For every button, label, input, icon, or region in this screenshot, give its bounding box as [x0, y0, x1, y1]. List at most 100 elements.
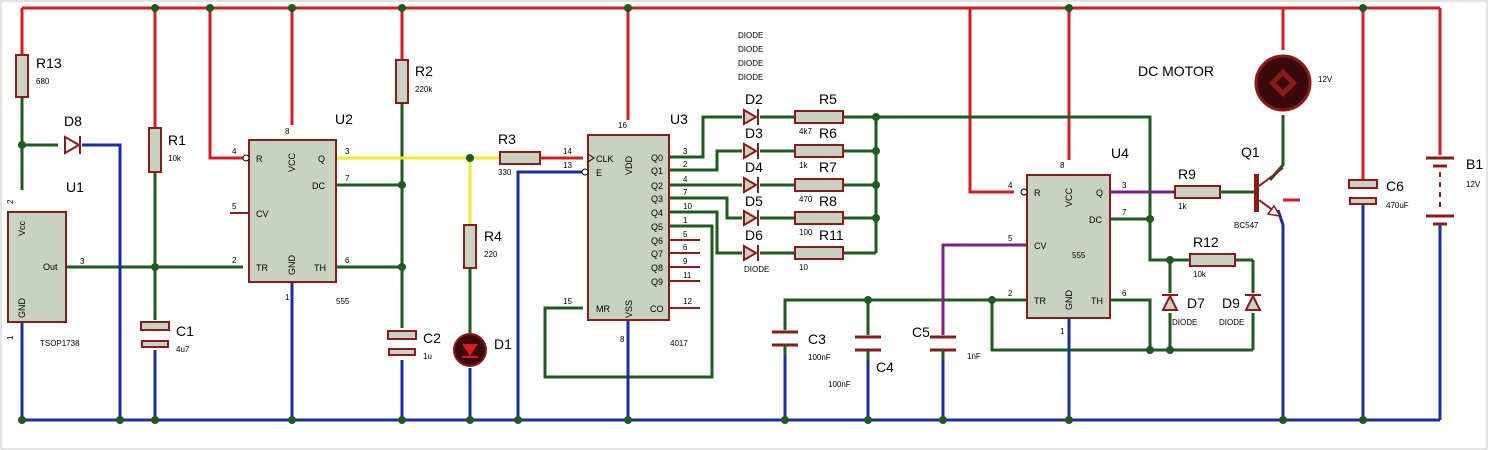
r9-label: R9 — [1178, 166, 1196, 182]
u4-pin-th: TH — [1091, 296, 1103, 306]
r8-value: 100 — [799, 228, 813, 237]
c6-value: 470uF — [1386, 201, 1409, 210]
r6-resistor[interactable]: R6 1k — [794, 125, 844, 170]
u3-pin-q2: Q2 — [651, 181, 663, 191]
d7-diode[interactable]: D7 DIODE — [1161, 293, 1205, 327]
r9-resistor[interactable]: R9 1k — [1174, 166, 1221, 211]
u2-pin-vcc: VCC — [287, 152, 297, 172]
c2-label: C2 — [423, 330, 441, 346]
c3-c5-leads — [783, 345, 945, 360]
u2-timer[interactable]: R VCC Q DC CV TR GND TH 4 8 3 7 5 2 1 6 … — [230, 111, 353, 306]
u3-pin-clk: CLK — [596, 154, 614, 164]
q1-value: BC547 — [1234, 221, 1259, 230]
u3-pin-num-q4: 10 — [683, 202, 692, 211]
u4-pin-num-gnd: 1 — [1060, 327, 1065, 336]
u2-pin-num-gnd: 1 — [285, 293, 290, 302]
u2-label: U2 — [335, 111, 353, 127]
r7-resistor[interactable]: R7 470 — [794, 159, 844, 204]
b1-value: 12V — [1466, 180, 1481, 189]
u1-pin-num-gnd: 1 — [6, 335, 15, 340]
d6-label: D6 — [745, 227, 763, 243]
u3-pin-q9: Q9 — [651, 277, 663, 287]
u2-pin-dc: DC — [312, 181, 325, 191]
u1-value: TSOP1738 — [40, 339, 80, 348]
d2-diode[interactable]: D2 — [743, 91, 763, 126]
u3-pin-co: CO — [650, 304, 664, 314]
c5-capacitor[interactable]: C5 1nF — [912, 324, 981, 361]
r3-resistor[interactable]: R3 330 — [498, 131, 541, 177]
d6-value: DIODE — [744, 265, 769, 274]
r11-value: 10 — [799, 263, 808, 272]
c4-value: 100nF — [828, 380, 851, 389]
r4-resistor[interactable]: R4 220 — [463, 224, 502, 269]
c2-capacitor[interactable]: C2 1u — [387, 330, 441, 361]
dc-motor[interactable]: DC MOTOR 12V — [1138, 54, 1333, 112]
u1-ir-receiver[interactable]: Vcc Out GND 2 3 1 U1 TSOP1738 — [6, 179, 85, 348]
d3-diode[interactable]: D3 — [743, 125, 763, 160]
q1-transistor[interactable]: Q1 BC547 — [1234, 144, 1284, 230]
r2-resistor[interactable]: R2 220k — [395, 59, 433, 104]
r5-resistor[interactable]: R5 4k7 — [794, 91, 844, 136]
u4-pin-cv: CV — [1034, 241, 1047, 251]
diode-stack-3: DIODE — [738, 59, 763, 68]
u3-pin-q0: Q0 — [651, 153, 663, 163]
d5-diode[interactable]: D5 — [743, 193, 763, 227]
r3-label: R3 — [498, 131, 516, 147]
c3-value: 100nF — [808, 353, 831, 362]
r12-label: R12 — [1193, 234, 1219, 250]
motor-value: 12V — [1318, 75, 1333, 84]
u2-pin-num-tr: 2 — [232, 256, 237, 265]
d8-diode[interactable]: D8 — [64, 113, 82, 155]
u2-pin-th: TH — [314, 263, 326, 273]
r8-label: R8 — [819, 193, 837, 209]
u4-pin-num-tr: 2 — [1008, 289, 1013, 298]
u3-pin-num-q8: 9 — [683, 257, 688, 266]
c1-capacitor[interactable]: C1 4u7 — [140, 321, 194, 354]
u3-decade-counter[interactable]: CLK E VDD MR VSS CO Q0 Q1 Q2 Q3 Q4 Q5 Q6… — [563, 111, 700, 348]
u3-pin-q4: Q4 — [651, 208, 663, 218]
r8-resistor[interactable]: R8 100 — [794, 193, 844, 237]
u4-pin-dc: DC — [1089, 215, 1102, 225]
u4-pin-num-vcc: 8 — [1060, 161, 1065, 170]
q1-label: Q1 — [1241, 144, 1260, 160]
u3-pin-q7: Q7 — [651, 249, 663, 259]
d9-label: D9 — [1222, 295, 1240, 311]
u3-pin-num-q5: 1 — [683, 216, 688, 225]
r13-resistor[interactable]: R13 680 — [15, 54, 62, 98]
u3-pin-num-e: 13 — [563, 161, 572, 170]
r12-resistor[interactable]: R12 10k — [1189, 234, 1236, 279]
u2-pin-num-q: 3 — [345, 147, 350, 156]
r7-label: R7 — [819, 159, 837, 175]
u1-pin-gnd: GND — [17, 298, 27, 319]
r1-resistor[interactable]: R1 10k — [148, 127, 186, 173]
r3-value: 330 — [498, 168, 512, 177]
d8-label: D8 — [64, 113, 82, 129]
d4-diode[interactable]: D4 — [743, 159, 763, 194]
d9-diode[interactable]: D9 DIODE — [1219, 293, 1262, 327]
c6-capacitor[interactable]: C6 470uF — [1348, 178, 1409, 210]
b1-battery[interactable]: B1 12V — [1426, 156, 1483, 226]
u3-pin-num-q3: 7 — [683, 188, 688, 197]
u3-pin-num-clk: 14 — [563, 147, 572, 156]
red-wires — [20, 6, 1442, 194]
r11-resistor[interactable]: R11 10 — [794, 227, 844, 272]
motor-title: DC MOTOR — [1138, 63, 1214, 79]
d6-diode[interactable]: D6 DIODE — [743, 227, 769, 274]
c1-value: 4u7 — [176, 345, 190, 354]
r11-label: R11 — [819, 227, 844, 243]
u4-pin-r: R — [1034, 188, 1041, 198]
d1-led[interactable]: D1 — [453, 333, 512, 367]
u3-pin-q3: Q3 — [651, 194, 663, 204]
u3-pin-mr: MR — [596, 304, 610, 314]
u3-label: U3 — [670, 111, 688, 127]
u1-pin-out: Out — [43, 262, 58, 272]
c5-label: C5 — [912, 324, 930, 340]
diode-stack-1: DIODE — [738, 31, 763, 40]
c3-label: C3 — [808, 331, 826, 347]
u4-pin-num-th: 6 — [1122, 289, 1127, 298]
u4-pin-num-q: 3 — [1122, 181, 1127, 190]
u4-timer[interactable]: R VCC Q DC CV TR GND TH 4 8 3 7 5 2 1 6 … — [1008, 145, 1129, 336]
u1-pin-vcc: Vcc — [17, 220, 27, 236]
u4-pin-num-r: 4 — [1008, 181, 1013, 190]
